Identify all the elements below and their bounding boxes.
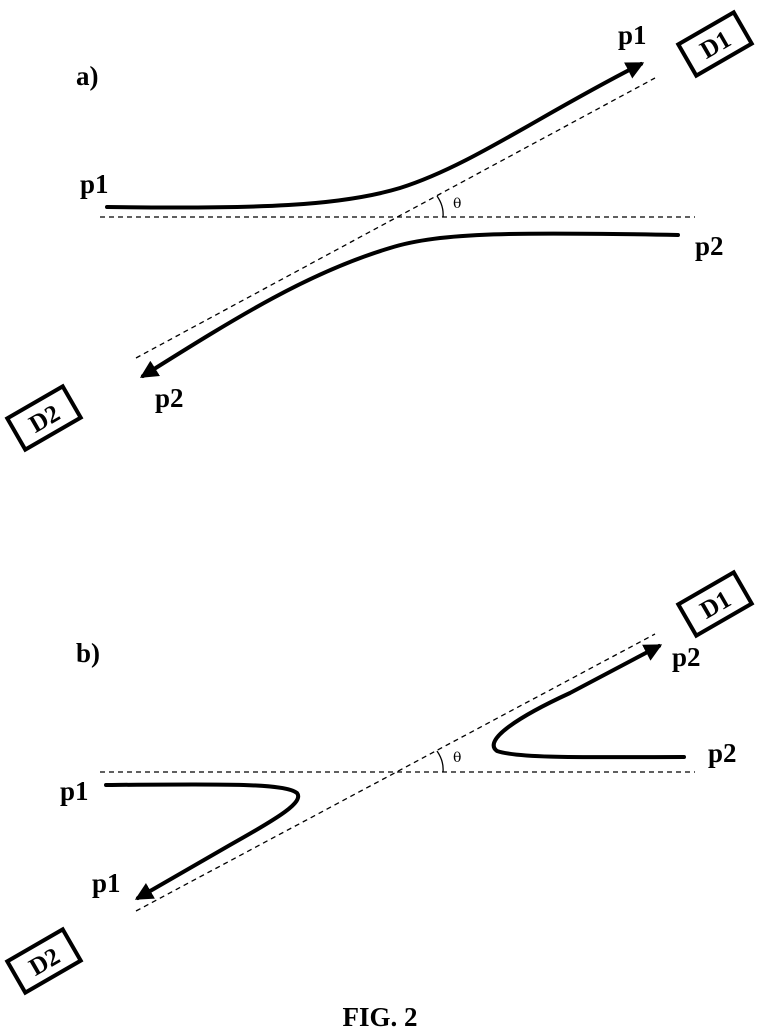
panel-a-detector-d2: D2 [4,383,84,453]
panel-a-detector-d1: D1 [675,9,755,79]
panel-b-detector-d1: D1 [675,569,755,639]
panel-b-detector-axis [135,633,656,912]
panel-b-theta: θ [453,750,461,766]
panel-a-trajectory-p1 [105,62,645,210]
panel-a-label-p2-in: p2 [695,231,724,261]
panel-a-trajectory-p2 [139,231,680,378]
panel-b-label: b) [76,638,100,668]
figure-caption: FIG. 2 [342,1002,417,1032]
panel-b-label-p1-in: p1 [60,776,89,806]
panel-a: a) θ p1 p2 p1 p2 D1 D2 [4,9,755,453]
panel-b-trajectory-p2 [491,644,686,760]
panel-a-label-p1-out: p1 [618,20,647,50]
panel-a-detector-axis [135,77,656,359]
panel-a-theta: θ [453,196,461,212]
panel-b-detector-d2: D2 [4,926,84,996]
panel-b-label-p2-in: p2 [708,738,737,768]
panel-b-label-p1-out: p1 [92,868,121,898]
panel-b-label-p2-out: p2 [672,642,701,672]
panel-b-angle-arc [436,750,444,773]
panel-a-angle-arc [436,195,444,218]
panel-a-label-p1-in: p1 [80,169,109,199]
panel-a-label-p2-out: p2 [155,383,184,413]
panel-a-label: a) [76,61,99,91]
panel-b-trajectory-p1 [104,782,301,900]
panel-b: b) θ p1 p2 p2 p1 D1 D2 [4,569,755,996]
